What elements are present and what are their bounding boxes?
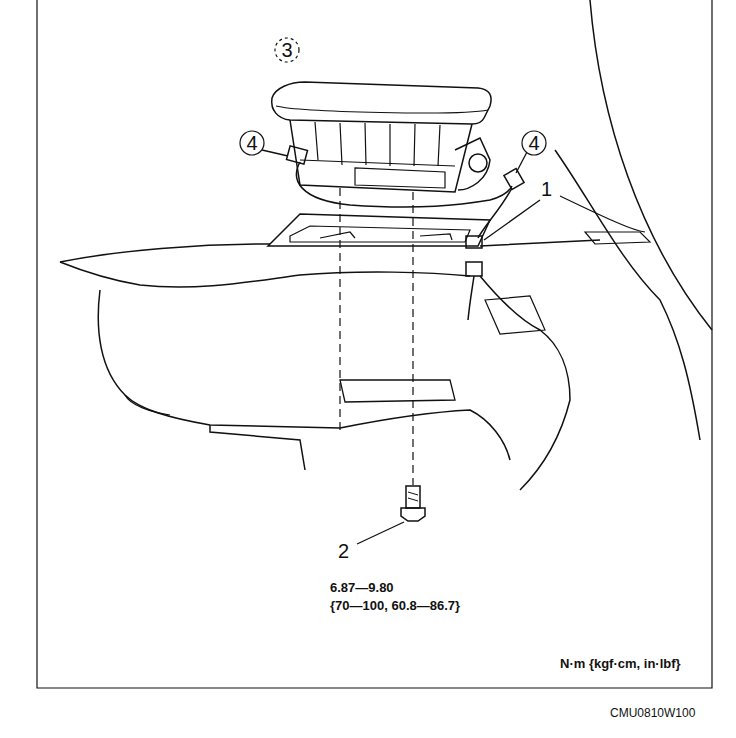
pillar-line	[590, 0, 712, 330]
dash-edge	[60, 240, 600, 262]
connector-socket	[466, 262, 482, 276]
circle-outline	[522, 131, 546, 155]
callout-number: 2	[338, 540, 349, 563]
body-ribs	[315, 122, 440, 166]
airbag-bracket	[290, 226, 470, 242]
glovebox-lower	[340, 410, 510, 460]
dash-edge	[60, 262, 470, 287]
inflator	[455, 138, 490, 190]
circle-outline	[240, 131, 264, 155]
torque-value: {70—100, 60.8—86.7}	[330, 598, 460, 613]
bolt-thread	[408, 492, 418, 501]
airbag-lid	[272, 82, 491, 124]
torque-value: 6.87—9.80	[330, 580, 394, 595]
airbag-body	[290, 120, 472, 192]
callout-circle: 4	[521, 130, 547, 156]
body-rib	[300, 160, 455, 166]
callout-circle: 4	[239, 130, 265, 156]
leader-line	[484, 200, 540, 240]
mount-bracket	[355, 168, 445, 188]
pillar-line	[555, 150, 700, 440]
callout-number: 4	[521, 131, 547, 155]
callout-circle: 3	[274, 37, 300, 63]
trim-line	[560, 196, 645, 232]
wire	[468, 276, 474, 320]
alignment-line	[340, 188, 413, 485]
leader-line	[516, 152, 527, 173]
glovebox-outline	[480, 276, 570, 490]
leader-line	[357, 522, 404, 544]
vent	[585, 232, 650, 244]
panel-opening	[485, 296, 545, 334]
connector	[286, 146, 307, 164]
glovebox-handle	[340, 380, 455, 402]
dash-lower	[210, 425, 305, 470]
lid-edge	[276, 106, 488, 113]
dash-lower	[98, 290, 340, 428]
dash-lower	[125, 395, 170, 415]
callout-number: 3	[274, 38, 300, 62]
bolt-head	[401, 508, 425, 521]
airbag-opening	[268, 214, 490, 246]
connector-socket	[466, 236, 482, 248]
wire	[297, 162, 512, 207]
inflator-end	[469, 154, 487, 172]
callout-number: 4	[239, 131, 265, 155]
frame	[37, 0, 712, 688]
unit-note: N·m {kgf·cm, in·lbf}	[560, 656, 681, 671]
connector	[504, 169, 524, 190]
figure-code: CMU0810W100	[610, 706, 695, 720]
leader-line	[262, 150, 288, 156]
bolt-shank	[406, 486, 420, 508]
circle-outline	[275, 38, 299, 62]
wire	[478, 188, 512, 238]
callout-number: 1	[541, 178, 552, 201]
